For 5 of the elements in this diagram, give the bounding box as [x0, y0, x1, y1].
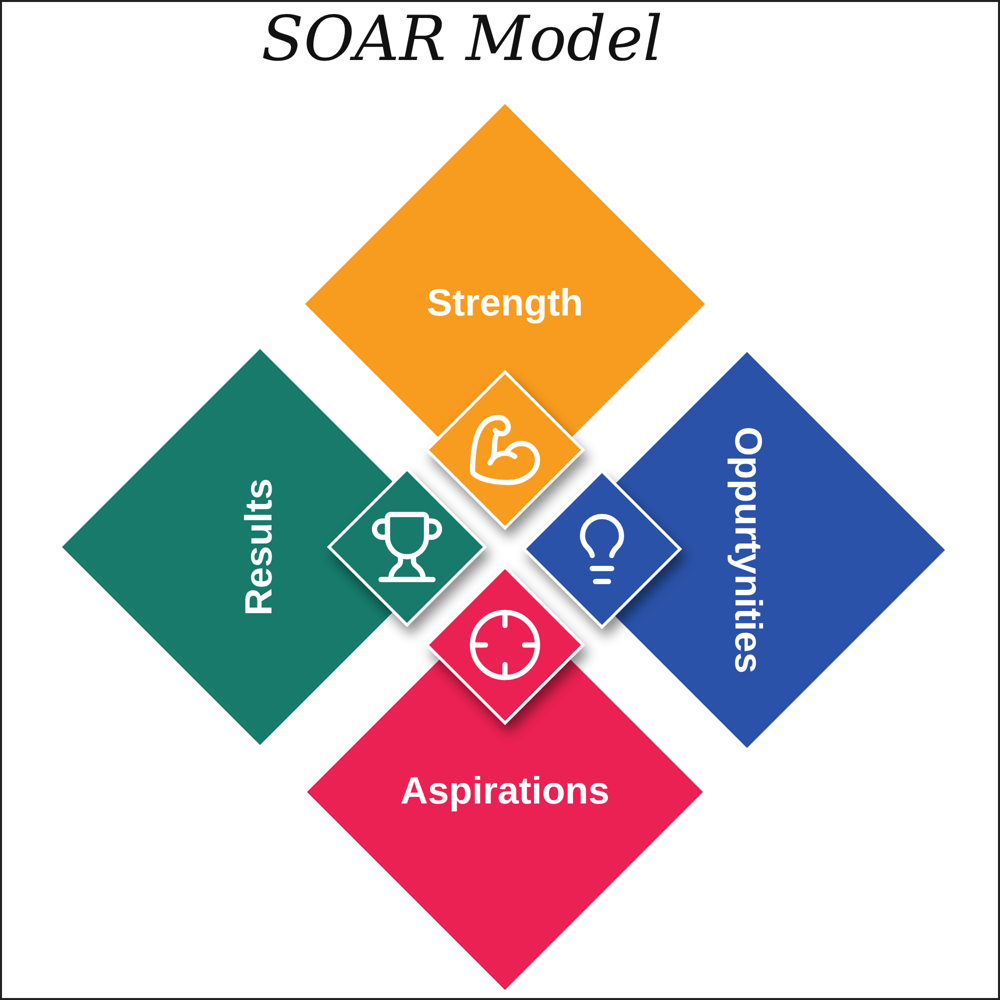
diamond-label: Strength — [426, 282, 584, 326]
title: SOAR Model — [260, 2, 664, 75]
diamond-label: Results — [238, 478, 282, 616]
diamond-label: Aspirations — [400, 770, 610, 814]
diamond-label: Oppurtynities — [726, 426, 768, 674]
